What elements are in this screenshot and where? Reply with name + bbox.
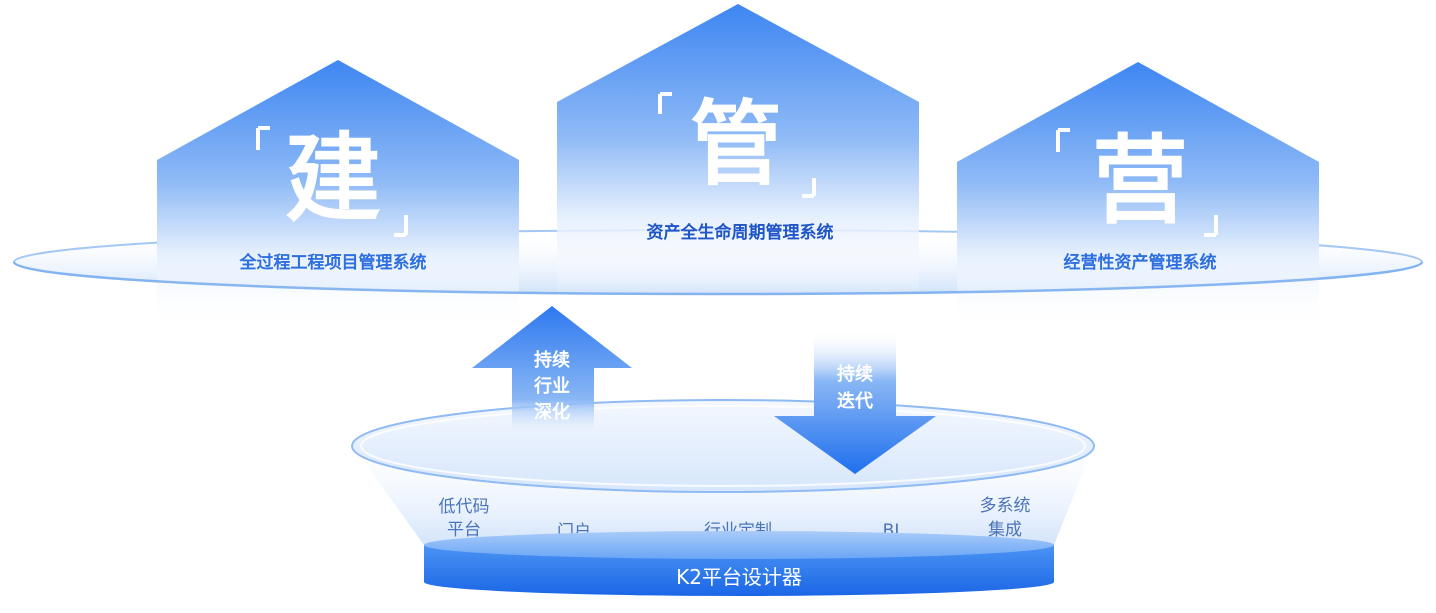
arrow-down-line-2: 迭代 xyxy=(837,390,873,412)
arrow-up-line-1: 持续 xyxy=(534,349,570,371)
house-build-label: 全过程工程项目管理系统 xyxy=(239,252,427,273)
bracket-open-icon xyxy=(1056,128,1070,152)
house-manage-char: 管 xyxy=(690,91,782,198)
arrow-down-line-1: 持续 xyxy=(837,363,873,385)
house-manage: 管 资产全生命周期管理系统 xyxy=(557,4,919,300)
house-operate-label: 经营性资产管理系统 xyxy=(1064,252,1217,273)
arrow-up-deepen: 持续 行业 深化 xyxy=(472,306,632,440)
house-operate: 营 经营性资产管理系统 xyxy=(957,62,1319,330)
bracket-open-icon xyxy=(658,92,672,114)
feature-lowcode-line-1: 低代码 xyxy=(439,497,490,517)
arrow-down-iterate: 持续 迭代 xyxy=(774,330,936,474)
feature-multisystem-line-2: 集成 xyxy=(988,520,1022,540)
bracket-close-icon xyxy=(1204,215,1218,237)
platform-base: K2平台设计器 xyxy=(424,531,1054,596)
feature-multisystem-line-1: 多系统 xyxy=(980,496,1031,516)
arrow-up-line-3: 深化 xyxy=(534,401,570,423)
house-build-char: 建 xyxy=(285,123,381,235)
platform-base-label: K2平台设计器 xyxy=(676,565,802,589)
feature-lowcode-line-2: 平台 xyxy=(447,520,481,540)
house-operate-char: 营 xyxy=(1092,125,1188,237)
house-build: 建 全过程工程项目管理系统 xyxy=(157,60,519,330)
house-manage-label: 资产全生命周期管理系统 xyxy=(647,222,834,243)
orbit-ring-front xyxy=(12,261,1424,296)
arrow-up-line-2: 行业 xyxy=(533,375,570,397)
bracket-close-icon xyxy=(802,178,816,198)
bracket-open-icon xyxy=(256,126,270,150)
bracket-close-icon xyxy=(394,215,408,237)
